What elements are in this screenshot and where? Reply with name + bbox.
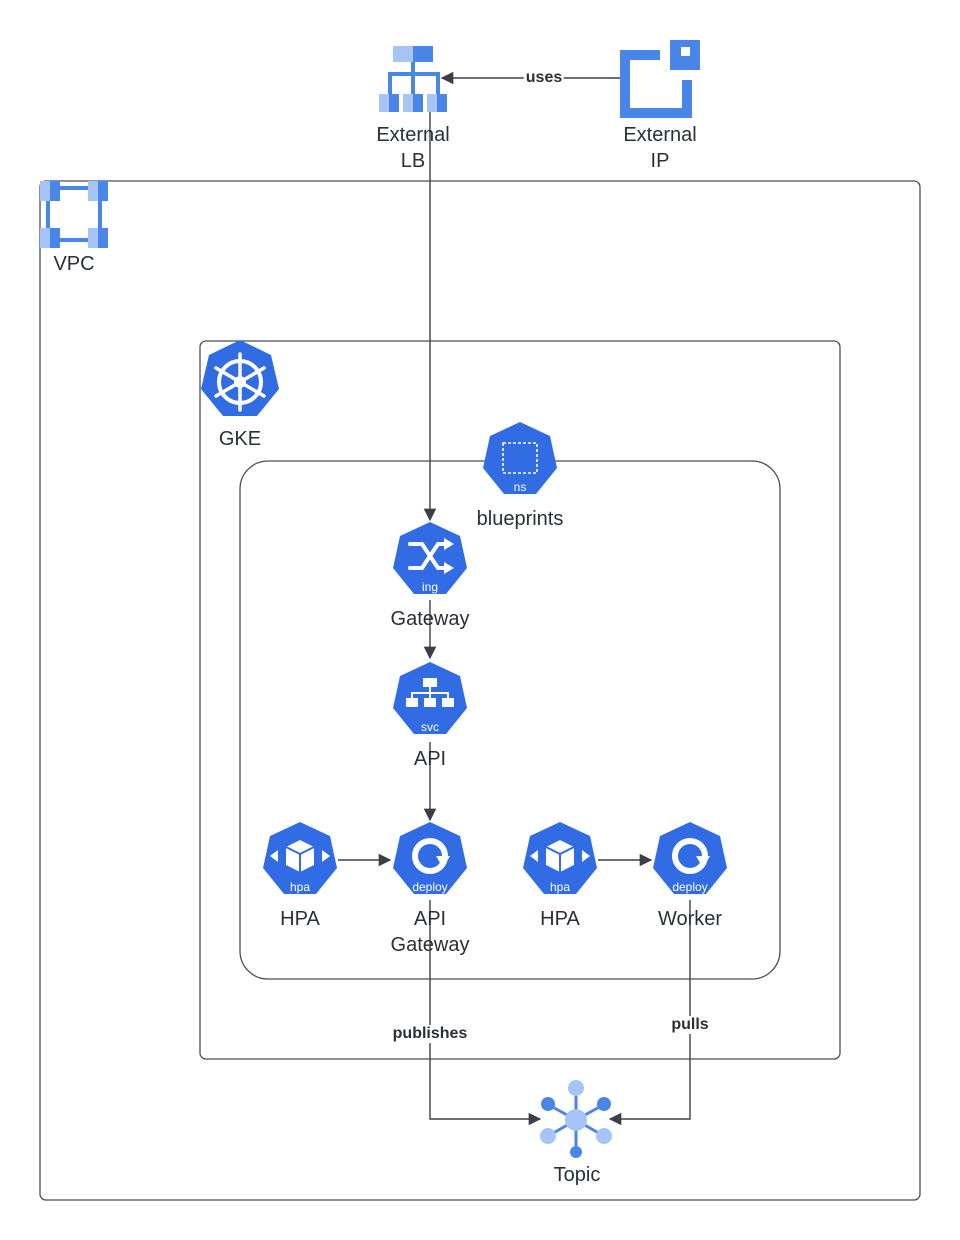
topic-label: Topic (553, 1164, 601, 1186)
deployment-badge: deploy (412, 880, 447, 894)
external-ip-icon[interactable] (620, 40, 700, 118)
hpa-1-label: HPA (280, 908, 320, 930)
edges (338, 71, 691, 1126)
gke-label: GKE (218, 428, 262, 450)
ingress-icon[interactable]: ing (393, 522, 467, 594)
namespace-icon[interactable]: ns (483, 422, 557, 494)
edge-label-publishes: publishes (390, 1025, 470, 1043)
external-ip-label: External IP (623, 124, 697, 172)
hpa-icon[interactable]: hpa (263, 822, 337, 894)
worker-label: Worker (657, 908, 723, 930)
deployment-icon[interactable]: deploy (393, 822, 467, 894)
namespace-label: blueprints (476, 508, 564, 530)
namespace-container (239, 460, 781, 980)
pubsub-topic-icon[interactable] (540, 1080, 612, 1158)
hpa-badge: hpa (290, 880, 310, 894)
hpa-icon[interactable]: hpa (523, 822, 597, 894)
hpa-badge: hpa (550, 880, 570, 894)
api-label: API (413, 748, 447, 770)
edge-worker-to-topic (608, 900, 691, 1126)
vpc-icon (40, 181, 108, 248)
hpa-2-label: HPA (540, 908, 580, 930)
deployment-icon[interactable]: deploy (653, 822, 727, 894)
edge-label-pulls: pulls (669, 1016, 711, 1034)
gateway-label: Gateway (390, 608, 470, 630)
ingress-badge: ing (422, 580, 438, 594)
edge-deploy-to-topic (429, 900, 542, 1126)
load-balancer-icon[interactable] (379, 46, 447, 112)
external-lb-label: External LB (376, 124, 450, 172)
service-icon[interactable]: svc (393, 662, 467, 734)
kubernetes-helm-icon[interactable] (201, 340, 279, 416)
deployment-badge: deploy (672, 880, 707, 894)
api-gateway-label: API Gateway (390, 908, 470, 956)
vpc-label: VPC (53, 253, 95, 275)
gke-container (199, 340, 841, 1060)
edge-label-uses: uses (523, 69, 565, 87)
service-badge: svc (421, 720, 439, 734)
namespace-badge: ns (514, 480, 527, 494)
vpc-container (39, 180, 921, 1201)
